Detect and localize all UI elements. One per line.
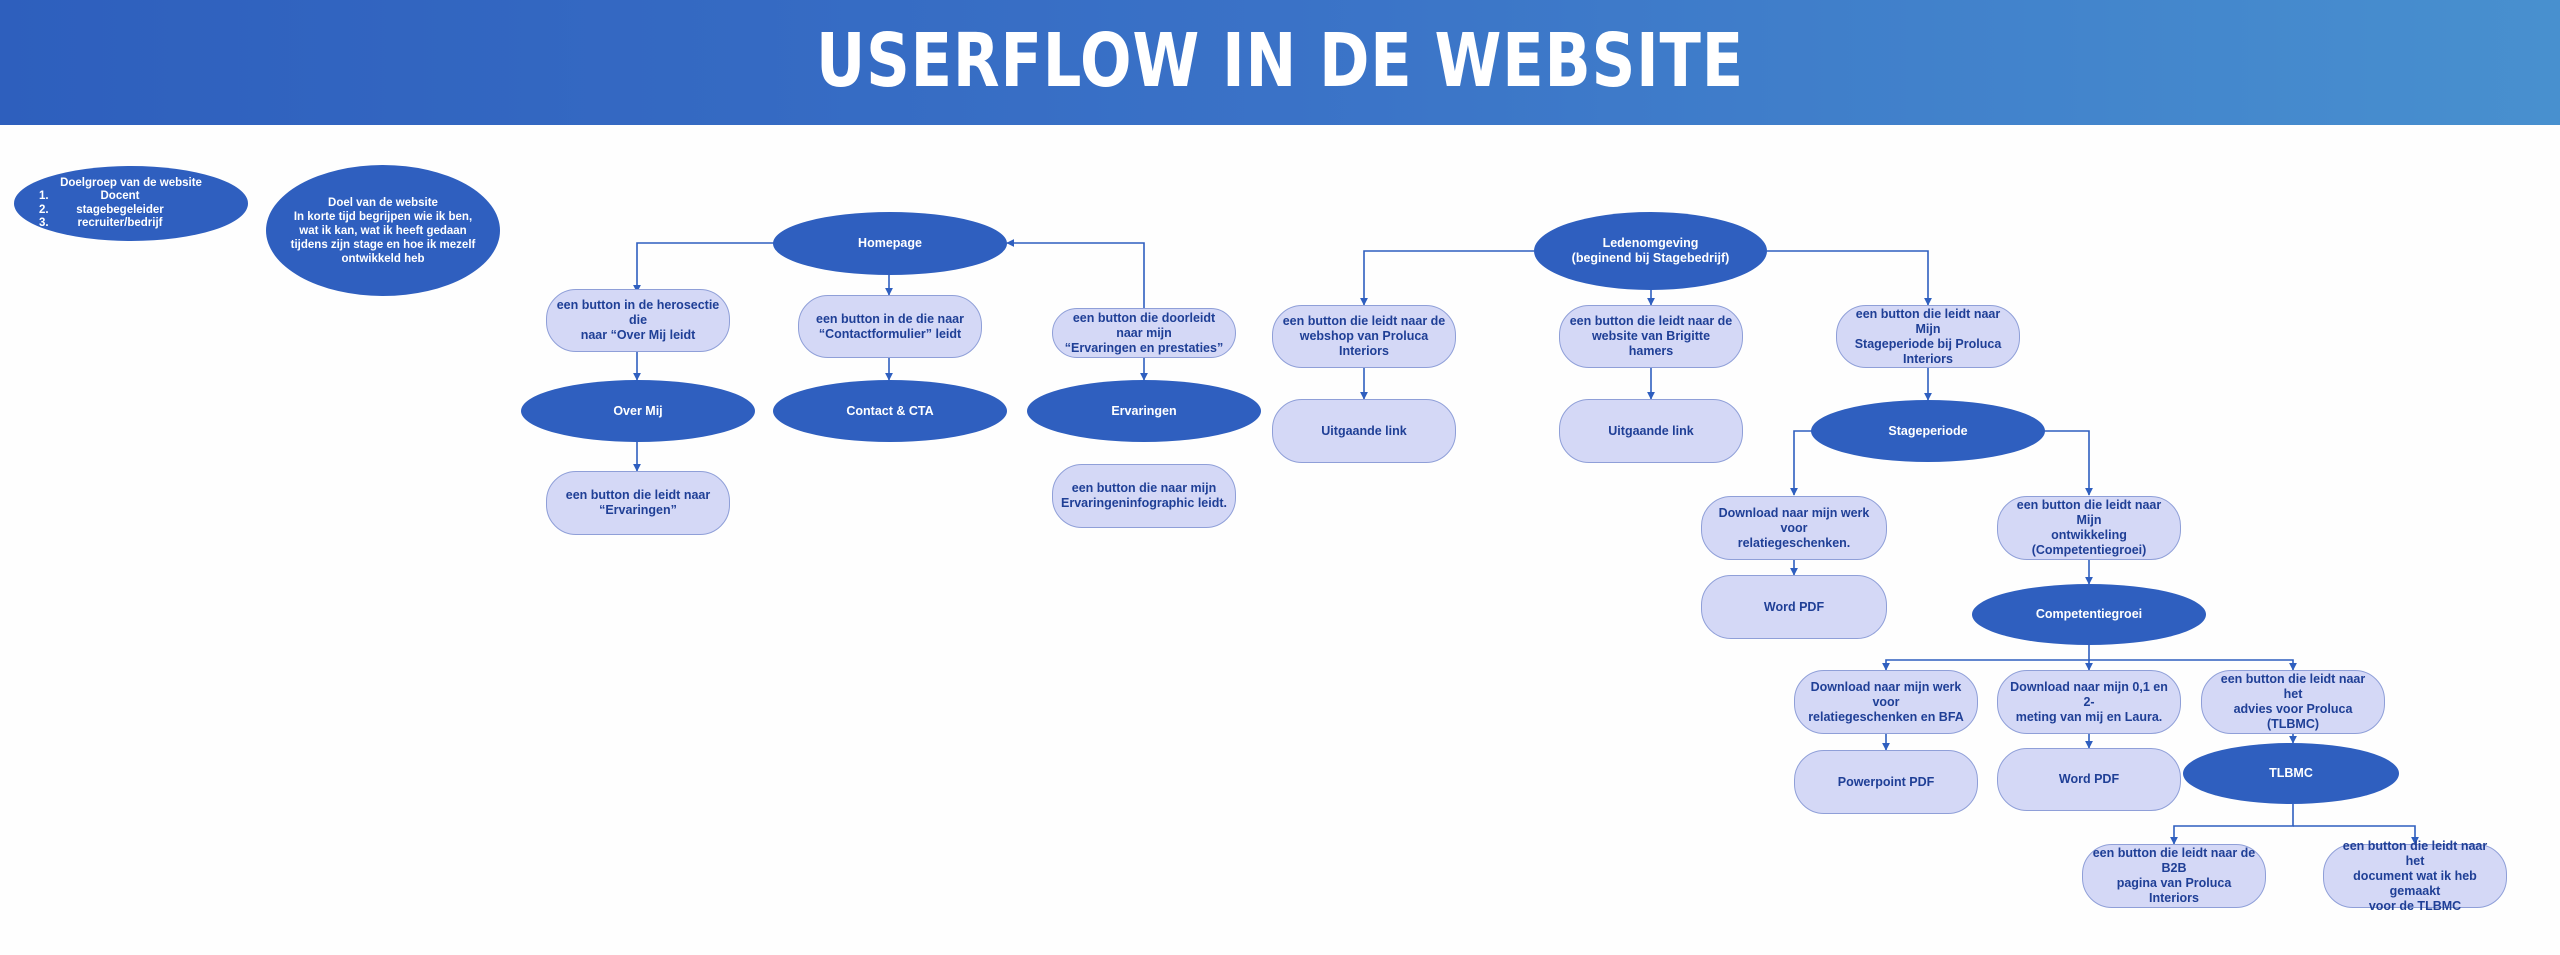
homepage-node: Homepage: [773, 212, 1007, 275]
doelgroep-oval: Doelgroep van de website 1.Docent 2.stag…: [14, 166, 248, 241]
header-banner: USERFLOW IN DE WEBSITE: [0, 0, 2560, 125]
btn-infographic-node: een button die naar mijn Ervaringeninfog…: [1052, 464, 1236, 528]
connector-stage-ontwikkeling: [2043, 430, 2093, 496]
tlbmc-node: TLBMC: [2183, 743, 2399, 804]
btn-webshop-node: een button die leidt naar de webshop van…: [1272, 305, 1456, 368]
competentiegroei-node: Competentiegroei: [1972, 584, 2206, 645]
word-pdf-2-node: Word PDF: [1997, 748, 2181, 811]
doelgroep-item: 1.Docent: [39, 190, 140, 202]
connector-homepage-over-mij: [633, 242, 774, 293]
btn-advies-node: een button die leidt naar het advies voo…: [2201, 670, 2385, 734]
btn-ervaringen-link-node: een button die leidt naar “Ervaringen”: [546, 471, 730, 535]
doel-oval: Doel van de website In korte tijd begrij…: [266, 165, 500, 296]
connector-tlbmc-b2b: [2170, 804, 2294, 845]
uitgaande-link-1: Uitgaande link: [1272, 399, 1456, 463]
btn-brigitte-node: een button die leidt naar de website van…: [1559, 305, 1743, 368]
btn-over-mij-node: een button in de herosectie die naar “Ov…: [546, 289, 730, 352]
doelgroep-item: 3.recruiter/bedrijf: [39, 217, 163, 229]
stageperiode-node: Stageperiode: [1811, 400, 2045, 462]
page-title: USERFLOW IN DE WEBSITE: [816, 18, 1744, 104]
btn-document-node: een button die leidt naar het document w…: [2323, 839, 2507, 913]
word-pdf-1-node: Word PDF: [1701, 575, 1887, 639]
powerpoint-pdf-node: Powerpoint PDF: [1794, 750, 1978, 814]
contact-cta-node: Contact & CTA: [773, 380, 1007, 442]
uitgaande-link-2: Uitgaande link: [1559, 399, 1743, 463]
doelgroep-item: 2.stagebegeleider: [39, 203, 164, 216]
connector-tlbmc-document: [2293, 825, 2419, 845]
connector-comp-advies: [2089, 659, 2297, 671]
connector-leden-stageperiode: [1767, 250, 1932, 306]
btn-ervaringen-node: een button die doorleidt naar mijn “Erva…: [1052, 308, 1236, 358]
download-meting-node: Download naar mijn 0,1 en 2- meting van …: [1997, 670, 2181, 734]
doelgroep-title: Doelgroep van de website: [60, 176, 202, 189]
btn-contact-node: een button in de die naar “Contactformul…: [798, 295, 982, 358]
download-bfa-node: Download naar mijn werk voor relatiegesc…: [1794, 670, 1978, 734]
connector-stage-download: [1790, 430, 1814, 496]
connector-ervaringen-homepage: [1006, 239, 1145, 308]
download-relatie-node: Download naar mijn werk voor relatiegesc…: [1701, 496, 1887, 560]
over-mij-node: Over Mij: [521, 380, 755, 442]
connector-leden-webshop: [1360, 250, 1534, 306]
btn-ontwikkeling-node: een button die leidt naar Mijn ontwikkel…: [1997, 496, 2181, 560]
connector-comp-bfa: [1882, 645, 2090, 671]
btn-stageperiode-node: een button die leidt naar Mijn Stageperi…: [1836, 305, 2020, 368]
ledenomgeving-node: Ledenomgeving (beginend bij Stagebedrijf…: [1534, 212, 1767, 290]
ervaringen-node: Ervaringen: [1027, 380, 1261, 442]
btn-b2b-node: een button die leidt naar de B2B pagina …: [2082, 844, 2266, 908]
